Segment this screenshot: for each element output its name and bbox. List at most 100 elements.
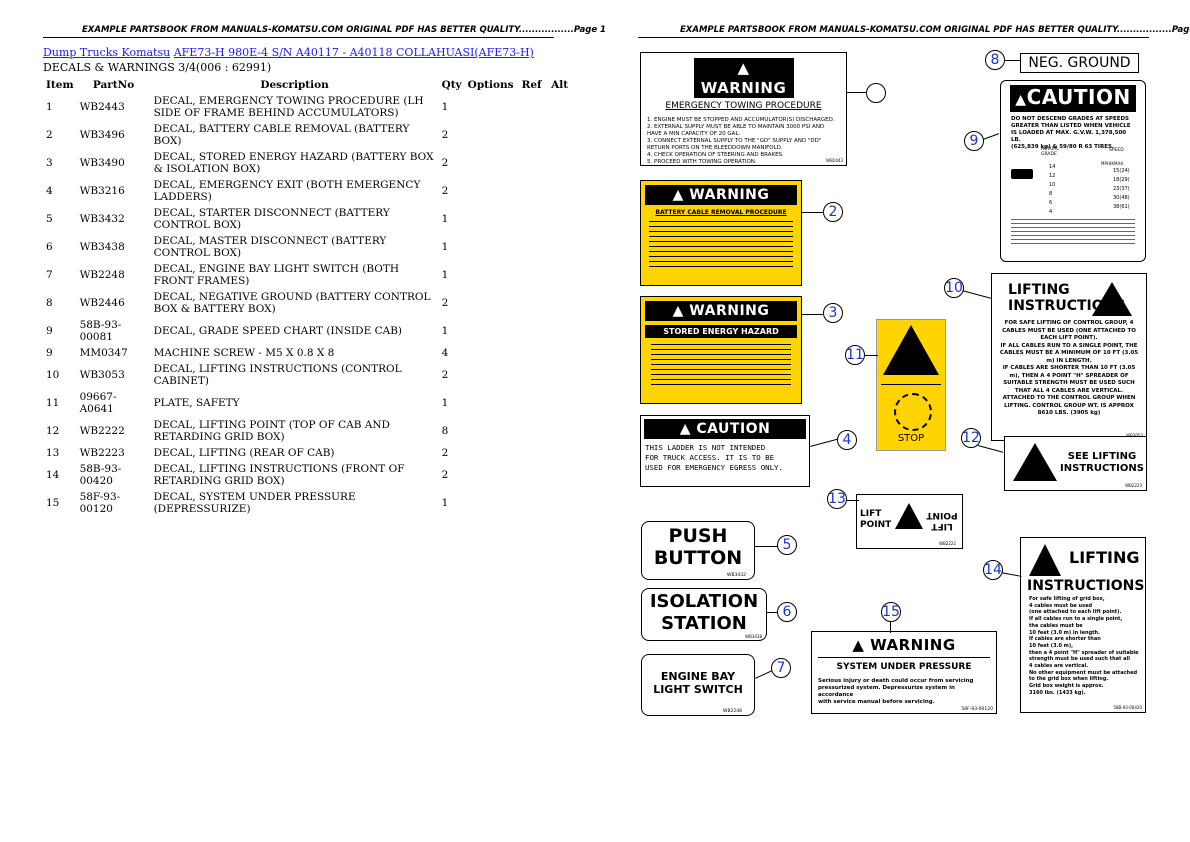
cell-description: DECAL, LIFTING INSTRUCTIONS (FRONT OF RE…: [153, 463, 405, 487]
col-header-partno: PartNo: [92, 79, 135, 91]
callout-10[interactable]: 10: [944, 278, 964, 298]
cell-qty: 1: [441, 213, 449, 225]
cell-options: [465, 317, 517, 345]
cell-alt: [547, 289, 573, 317]
decal-line: 14: [1049, 164, 1056, 170]
callout-7[interactable]: 7: [771, 658, 791, 678]
decal-head: CAUTION: [696, 421, 771, 437]
decal-line: 8: [1049, 191, 1053, 197]
leader-line-1: [847, 92, 867, 93]
cell-partno: WB3432: [79, 213, 125, 225]
cell-qty: 1: [441, 497, 449, 509]
callout-9[interactable]: 9: [964, 131, 984, 151]
warning-triangle-icon: ▲: [672, 303, 684, 319]
callout-14[interactable]: 14: [983, 560, 1003, 580]
cell-partno: 09667-A0641: [79, 391, 117, 415]
decal-line: IF CABLES ARE SHORTER THAN 10 FT (3.05 m…: [1002, 365, 1136, 394]
cell-options: [465, 345, 517, 361]
cell-options: [465, 149, 517, 177]
cell-alt: [547, 93, 573, 121]
breadcrumb-link-model[interactable]: AFE73-H 980E-4 S/N A40117 - A40118 COLLA…: [173, 46, 534, 59]
cell-item: 15: [46, 497, 60, 509]
decal-line: If all cables run to a single point,: [1029, 616, 1123, 623]
decal-title-2: INSTRUCTIONS: [1027, 578, 1145, 594]
cell-partno: WB3053: [79, 369, 125, 381]
decal-push-button: PUSH BUTTON WB3432: [641, 521, 755, 580]
truck-icon: [1011, 169, 1033, 179]
col-header-qty: Qty: [441, 79, 462, 91]
cell-ref: [517, 489, 547, 517]
decal-title: SYSTEM UNDER PRESSURE: [818, 657, 990, 672]
cell-item: 6: [46, 241, 53, 253]
callout-8[interactable]: 8: [985, 50, 1005, 70]
callout-4[interactable]: 4: [837, 430, 857, 450]
decal-line: Grid box weight is approx.: [1029, 683, 1104, 690]
cell-ref: [517, 417, 547, 445]
decal-line: IF ALL CABLES RUN TO A SINGLE POINT, THE…: [999, 342, 1139, 364]
decal-line-2: BUTTON: [653, 547, 743, 569]
decal-code: WB2248: [723, 709, 742, 714]
cell-alt: [547, 361, 573, 389]
cell-description: DECAL, STORED ENERGY HAZARD (BATTERY BOX…: [153, 151, 434, 175]
cell-item: 13: [46, 447, 60, 459]
decal-head: WARNING: [700, 79, 787, 97]
decal-line: FOR TRUCK ACCESS. IT IS TO BE: [645, 453, 775, 462]
fine-print: [651, 344, 791, 388]
page2-header-rule: [638, 37, 1149, 38]
entanglement-warning-icon: [883, 325, 939, 375]
decal-line: the cables must be: [1029, 622, 1083, 629]
cell-qty: 2: [441, 297, 449, 309]
decal-line: IS LOADED AT MAX. G.V.W. 1,378,500 LB.: [1011, 130, 1127, 143]
decal-line: 5. PROCEED WITH TOWING OPERATION.: [647, 159, 757, 165]
cell-qty: 4: [441, 347, 449, 359]
cell-qty: 8: [441, 425, 449, 437]
section-title: DECALS & WARNINGS 3/4(006 : 62991): [43, 61, 272, 74]
lifting-hook-icon: [895, 503, 923, 529]
decal-line-2: LIGHT SWITCH: [653, 683, 743, 696]
grade-column-label: ACTUAL GRADE: [1041, 147, 1059, 157]
cell-alt: [547, 233, 573, 261]
decal-line: USED FOR EMERGENCY EGRESS ONLY.: [645, 463, 783, 472]
callout-13[interactable]: 13: [827, 489, 847, 509]
decal-lines: Serious injury or death could occur from…: [818, 678, 990, 706]
cell-ref: [517, 261, 547, 289]
callout-12[interactable]: 12: [961, 428, 981, 448]
leader-line-6: [767, 612, 779, 613]
decal-lines: For safe lifting of grid box,4 cables mu…: [1029, 596, 1141, 697]
callout-15[interactable]: 15: [881, 602, 901, 622]
leader-line-8: [1002, 60, 1020, 61]
col-header-ref: Ref: [521, 79, 542, 91]
warning-triangle-icon: ▲: [737, 59, 750, 77]
callout-1[interactable]: [866, 83, 886, 103]
decal-code: WB2443: [826, 158, 843, 163]
lifting-hook-icon: [1092, 282, 1132, 316]
callout-6[interactable]: 6: [777, 602, 797, 622]
breadcrumb-link-dump-trucks[interactable]: Dump Trucks Komatsu: [43, 46, 171, 59]
decal-line: strength must be used such that all: [1029, 656, 1130, 663]
cell-item: 9: [46, 347, 53, 359]
callout-11[interactable]: 11: [845, 345, 865, 365]
callout-3[interactable]: 3: [823, 303, 843, 323]
decal-code: WB2223: [1125, 483, 1142, 488]
leader-line-3: [802, 314, 824, 315]
col-header-description: Description: [260, 79, 329, 91]
decal-line: 12: [1049, 173, 1056, 179]
cell-ref: [517, 361, 547, 389]
decal-line: Serious injury or death could occur from…: [818, 678, 974, 684]
cell-options: [465, 261, 517, 289]
callout-5[interactable]: 5: [777, 535, 797, 555]
cell-item: 10: [46, 369, 60, 381]
cell-item: 1: [46, 101, 53, 113]
cell-qty: 1: [441, 325, 449, 337]
leader-line-12: [977, 445, 1004, 453]
decal-lifting-instructions-grid-box: LIFTING INSTRUCTIONS For safe lifting of…: [1020, 537, 1146, 713]
decal-line: (one attached to each lift point).: [1029, 609, 1122, 616]
decal-head: WARNING: [689, 187, 770, 203]
cell-alt: [547, 417, 573, 445]
cell-item: 7: [46, 269, 53, 281]
decal-line: 4 cables are vertical.: [1029, 663, 1089, 670]
callout-2[interactable]: 2: [823, 202, 843, 222]
